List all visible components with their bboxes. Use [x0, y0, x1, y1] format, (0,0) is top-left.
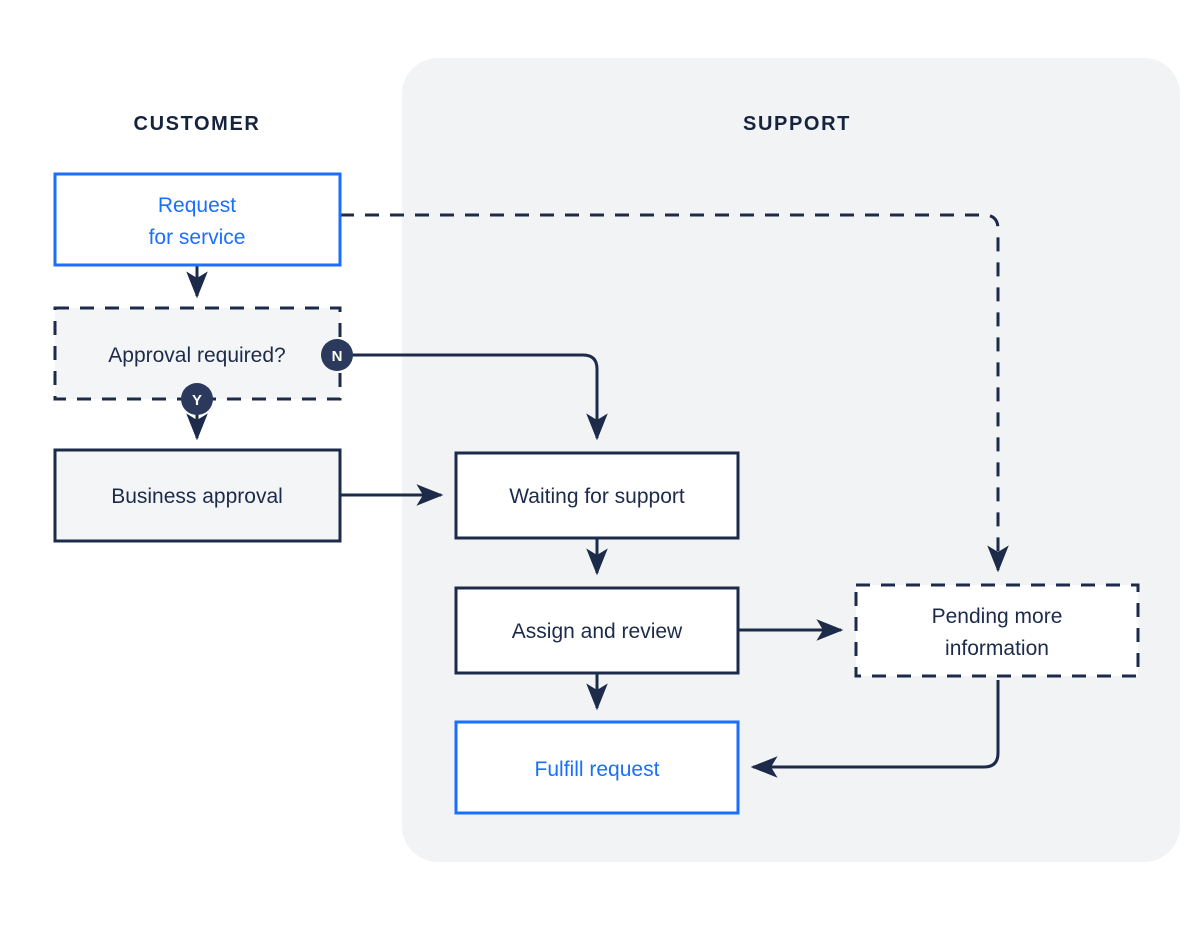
node-pending-more-information[interactable]: Pending more information [854, 583, 1140, 678]
node-approval-required-label: Approval required? [108, 344, 285, 367]
node-assign-and-review-box[interactable] [454, 586, 740, 675]
node-request-for-service-box[interactable] [53, 172, 342, 267]
badge-yes[interactable]: Y [181, 383, 213, 415]
node-business-approval[interactable]: Business approval [53, 448, 342, 543]
node-business-approval-label: Business approval [111, 485, 283, 508]
connector-approval-no-to-waiting [350, 353, 608, 441]
node-fulfill-request-label: Fulfill request [535, 758, 660, 781]
node-business-approval-box[interactable] [53, 448, 342, 543]
badge-no-circle[interactable] [321, 339, 353, 371]
node-waiting-for-support-box[interactable] [454, 451, 740, 540]
node-pending-more-information-box[interactable] [854, 583, 1140, 678]
badge-no[interactable]: N [321, 339, 353, 371]
node-request-for-service-label-line1: Request [158, 194, 236, 217]
badge-yes-label: Y [192, 392, 202, 409]
node-assign-and-review-label: Assign and review [512, 620, 683, 643]
node-request-for-service-label-line2: for service [149, 226, 246, 249]
connector-request-to-pending [340, 213, 1009, 573]
lane-title-support: SUPPORT [743, 113, 851, 135]
lane-title-customer: CUSTOMER [134, 113, 261, 135]
node-waiting-for-support[interactable]: Waiting for support [454, 451, 740, 540]
badge-yes-circle[interactable] [181, 383, 213, 415]
node-fulfill-request[interactable]: Fulfill request [454, 720, 740, 815]
node-pending-more-information-label-line1: Pending more [932, 605, 1063, 628]
node-assign-and-review[interactable]: Assign and review [454, 586, 740, 675]
node-waiting-for-support-label: Waiting for support [509, 485, 685, 508]
node-request-for-service[interactable]: Request for service [53, 172, 342, 267]
node-fulfill-request-box[interactable] [454, 720, 740, 815]
node-pending-more-information-label-line2: information [945, 637, 1049, 660]
connector-pending-to-fulfill [750, 680, 1000, 778]
badge-no-label: N [332, 348, 343, 365]
